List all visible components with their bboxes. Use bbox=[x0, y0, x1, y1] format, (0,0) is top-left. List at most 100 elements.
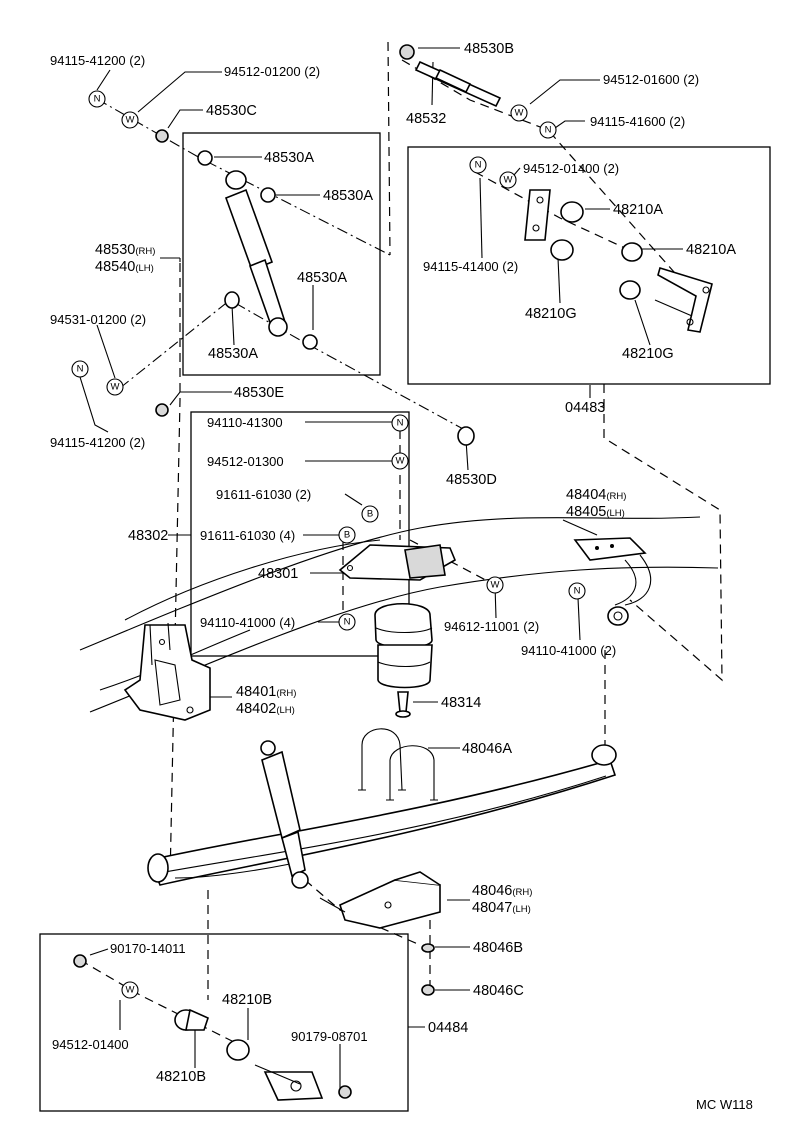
label-48530A-1: 48530A bbox=[264, 150, 314, 166]
washer-marker: W bbox=[486, 576, 504, 594]
label-94512-01400-top: 94512-01400 (2) bbox=[523, 161, 619, 176]
label-48530A-3: 48530A bbox=[297, 270, 347, 286]
leader-lines bbox=[79, 47, 683, 1088]
svg-text:W: W bbox=[504, 175, 513, 186]
label-91611-61030-2: 91611-61030 (2) bbox=[216, 487, 311, 502]
spring-shackle bbox=[573, 537, 652, 626]
label-48532: 48532 bbox=[406, 111, 446, 127]
u-bolts bbox=[358, 728, 438, 801]
label-94115-41200-low: 94115-41200 (2) bbox=[50, 435, 145, 450]
label-48530A-2: 48530A bbox=[323, 188, 373, 204]
label-48046-rh: 48046(RH) bbox=[472, 883, 532, 899]
label-94512-01400-low: 94512-01400 bbox=[52, 1037, 129, 1052]
label-48210B-1: 48210B bbox=[222, 992, 272, 1008]
washer-marker: W bbox=[499, 171, 517, 189]
svg-text:W: W bbox=[491, 580, 500, 591]
label-48210G-1: 48210G bbox=[525, 306, 577, 322]
upper-mount-pin bbox=[399, 44, 502, 446]
nut-marker: N bbox=[71, 360, 89, 378]
shackle-kit-parts bbox=[524, 189, 713, 333]
svg-text:W: W bbox=[515, 108, 524, 119]
svg-text:N: N bbox=[397, 418, 404, 429]
spring-bracket bbox=[123, 622, 211, 721]
label-94512-01200: 94512-01200 (2) bbox=[224, 64, 320, 79]
bushing-kit-box-04484 bbox=[39, 933, 409, 1112]
lower-shock-absorber bbox=[260, 740, 309, 889]
svg-text:W: W bbox=[126, 115, 135, 126]
washer-marker: W bbox=[510, 104, 528, 122]
label-04483: 04483 bbox=[565, 400, 605, 416]
label-48046B: 48046B bbox=[473, 940, 523, 956]
label-04484: 04484 bbox=[428, 1020, 468, 1036]
nut-marker: N bbox=[469, 156, 487, 174]
svg-text:N: N bbox=[77, 364, 84, 375]
nut-marker: N bbox=[568, 582, 586, 600]
label-94512-01600: 94512-01600 (2) bbox=[603, 72, 699, 87]
label-48540-lh: 48540(LH) bbox=[95, 259, 154, 275]
label-94512-01300: 94512-01300 bbox=[207, 454, 284, 469]
bushing-kit-parts bbox=[73, 954, 352, 1101]
label-90170-14011: 90170-14011 bbox=[110, 941, 186, 956]
svg-text:N: N bbox=[475, 160, 482, 171]
label-48046A: 48046A bbox=[462, 741, 512, 757]
svg-text:N: N bbox=[94, 94, 101, 105]
label-48301: 48301 bbox=[258, 566, 298, 582]
svg-text:N: N bbox=[344, 617, 351, 628]
svg-text:W: W bbox=[126, 985, 135, 996]
nut-marker: N bbox=[88, 90, 106, 108]
bolt-marker: B bbox=[338, 526, 356, 544]
fastener-markers: N W W N N W N W N W B B W N N W bbox=[71, 90, 586, 999]
label-48402-lh: 48402(LH) bbox=[236, 701, 295, 717]
nut-marker: N bbox=[539, 121, 557, 139]
bolt-marker: B bbox=[361, 505, 379, 523]
washer-48530C bbox=[155, 129, 169, 143]
nut-marker: N bbox=[391, 414, 409, 432]
label-94612-11001: 94612-11001 (2) bbox=[444, 619, 539, 634]
svg-text:N: N bbox=[545, 125, 552, 136]
shock-absorber-group-box bbox=[182, 132, 381, 376]
label-48210A-2: 48210A bbox=[686, 242, 736, 258]
assembly-lines bbox=[79, 41, 723, 1046]
svg-text:W: W bbox=[396, 456, 405, 467]
svg-text:W: W bbox=[111, 382, 120, 393]
svg-text:B: B bbox=[344, 530, 350, 541]
label-94110-41300: 94110-41300 bbox=[207, 415, 283, 430]
svg-text:B: B bbox=[367, 509, 373, 520]
washer-marker: W bbox=[121, 981, 139, 999]
washer-marker: W bbox=[106, 378, 124, 396]
spring-seat-plate bbox=[319, 871, 441, 996]
label-48210G-2: 48210G bbox=[622, 346, 674, 362]
washer-marker: W bbox=[391, 452, 409, 470]
label-94110-41000-4: 94110-41000 (4) bbox=[200, 615, 295, 630]
label-48530A-4: 48530A bbox=[208, 346, 258, 362]
label-94110-41000-2: 94110-41000 (2) bbox=[521, 643, 616, 658]
part-labels: 94115-41200 (2) 94512-01200 (2) 48530C 4… bbox=[50, 41, 753, 1112]
svg-text:N: N bbox=[574, 586, 581, 597]
label-94115-41600: 94115-41600 (2) bbox=[590, 114, 685, 129]
label-48210A-1: 48210A bbox=[613, 202, 663, 218]
shock-absorber bbox=[197, 150, 318, 350]
label-48530B: 48530B bbox=[464, 41, 514, 57]
label-48530-rh: 48530(RH) bbox=[95, 242, 155, 258]
label-91611-61030-4: 91611-61030 (4) bbox=[200, 528, 295, 543]
washer-48530E bbox=[155, 403, 169, 417]
shackle-kit-box-04483 bbox=[407, 146, 771, 385]
label-48314: 48314 bbox=[441, 695, 481, 711]
label-94115-41400: 94115-41400 (2) bbox=[423, 259, 518, 274]
label-48302: 48302 bbox=[128, 528, 168, 544]
label-48404-rh: 48404(RH) bbox=[566, 487, 626, 503]
spacer-group-box-48302 bbox=[190, 411, 410, 657]
nut-marker: N bbox=[338, 613, 356, 631]
label-90179-08701: 90179-08701 bbox=[291, 1029, 368, 1044]
bump-stopper-48301 bbox=[338, 544, 457, 581]
label-48405-lh: 48405(LH) bbox=[566, 504, 625, 520]
label-94531-01200: 94531-01200 (2) bbox=[50, 312, 146, 327]
diagram-code: MC W118 bbox=[696, 1097, 753, 1112]
label-94115-41200-top: 94115-41200 (2) bbox=[50, 53, 145, 68]
label-48046C: 48046C bbox=[473, 983, 524, 999]
label-48530D: 48530D bbox=[446, 472, 497, 488]
washer-marker: W bbox=[121, 111, 139, 129]
label-48047-lh: 48047(LH) bbox=[472, 900, 531, 916]
label-48401-rh: 48401(RH) bbox=[236, 684, 296, 700]
